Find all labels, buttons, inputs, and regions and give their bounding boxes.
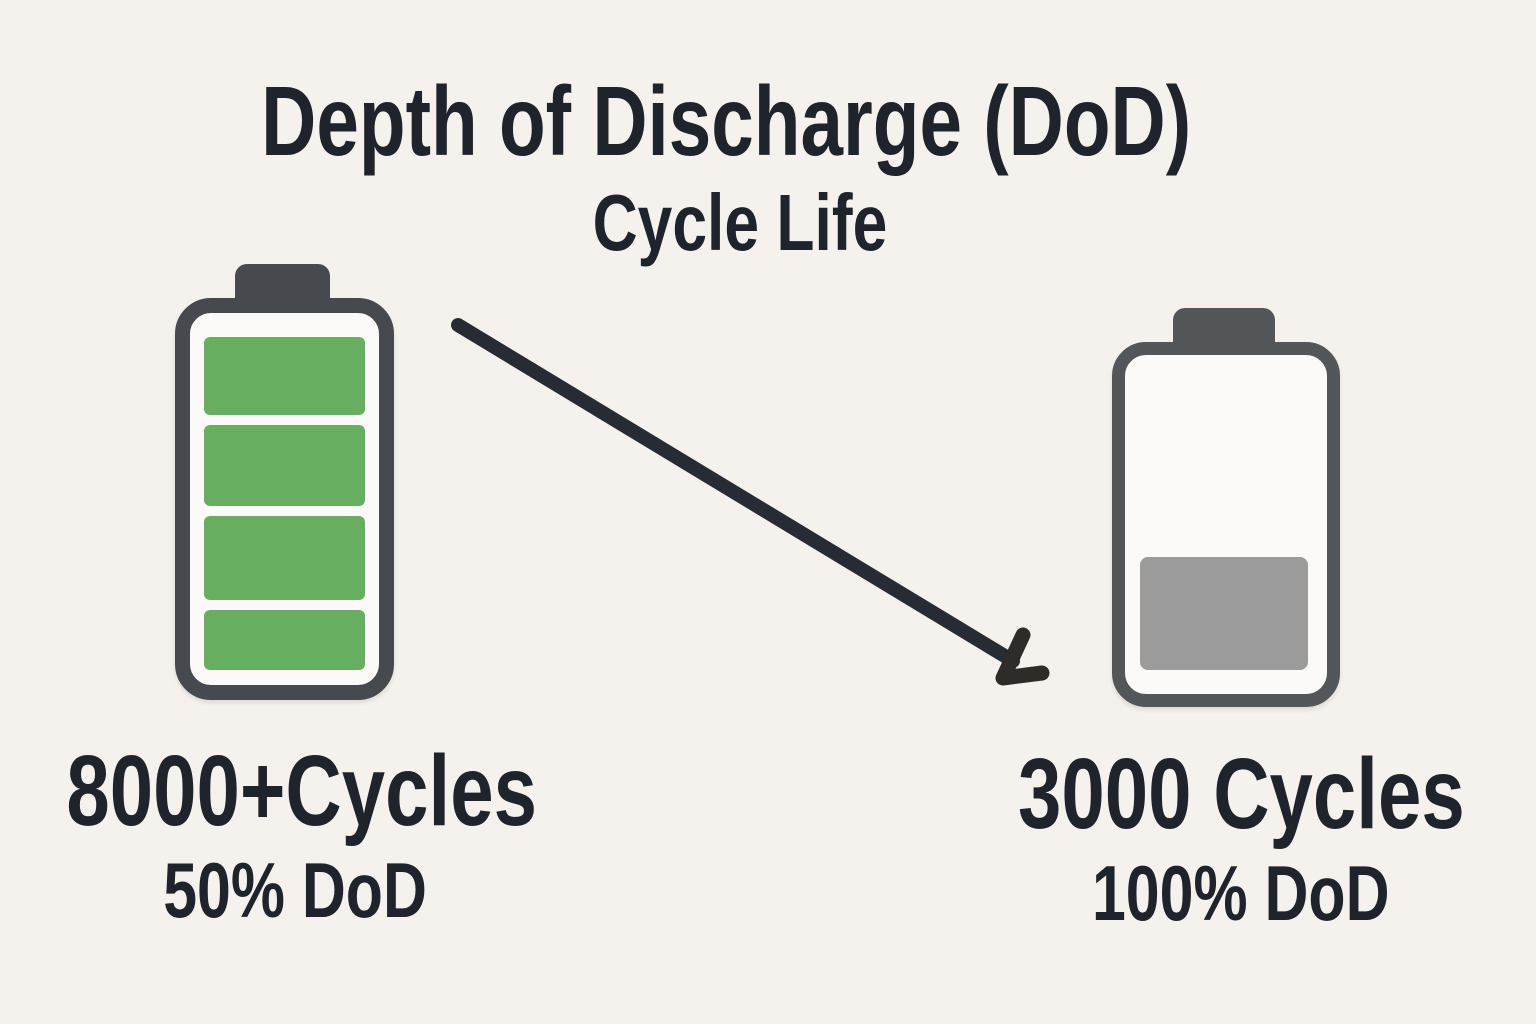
page-subtitle: Cycle Life: [0, 183, 1480, 263]
arrow-head: [995, 627, 1050, 686]
arrow-shaft: [451, 318, 1020, 668]
page-title: Depth of Discharge (DoD): [0, 72, 1452, 170]
right-cycles-label: 3000 Cycles: [946, 744, 1536, 844]
battery-bar: [204, 610, 365, 670]
battery-bar: [204, 337, 365, 415]
left-cycles-label: 8000+Cycles: [0, 741, 590, 841]
battery-bar-low: [1140, 557, 1308, 670]
right-cycles-text: 3000 Cycles: [1017, 738, 1465, 850]
battery-bar: [204, 425, 365, 506]
page-title-text: Depth of Discharge (DoD): [260, 66, 1192, 176]
battery-full-body: [175, 298, 394, 700]
left-dod-label: 50% DoD: [0, 851, 590, 929]
battery-bar: [204, 516, 365, 600]
right-dod-label: 100% DoD: [946, 854, 1536, 932]
right-dod-text: 100% DoD: [1092, 849, 1390, 937]
battery-low-body: [1112, 342, 1340, 707]
page-subtitle-text: Cycle Life: [592, 178, 888, 267]
left-dod-text: 50% DoD: [163, 846, 427, 934]
left-cycles-text: 8000+Cycles: [66, 735, 537, 847]
